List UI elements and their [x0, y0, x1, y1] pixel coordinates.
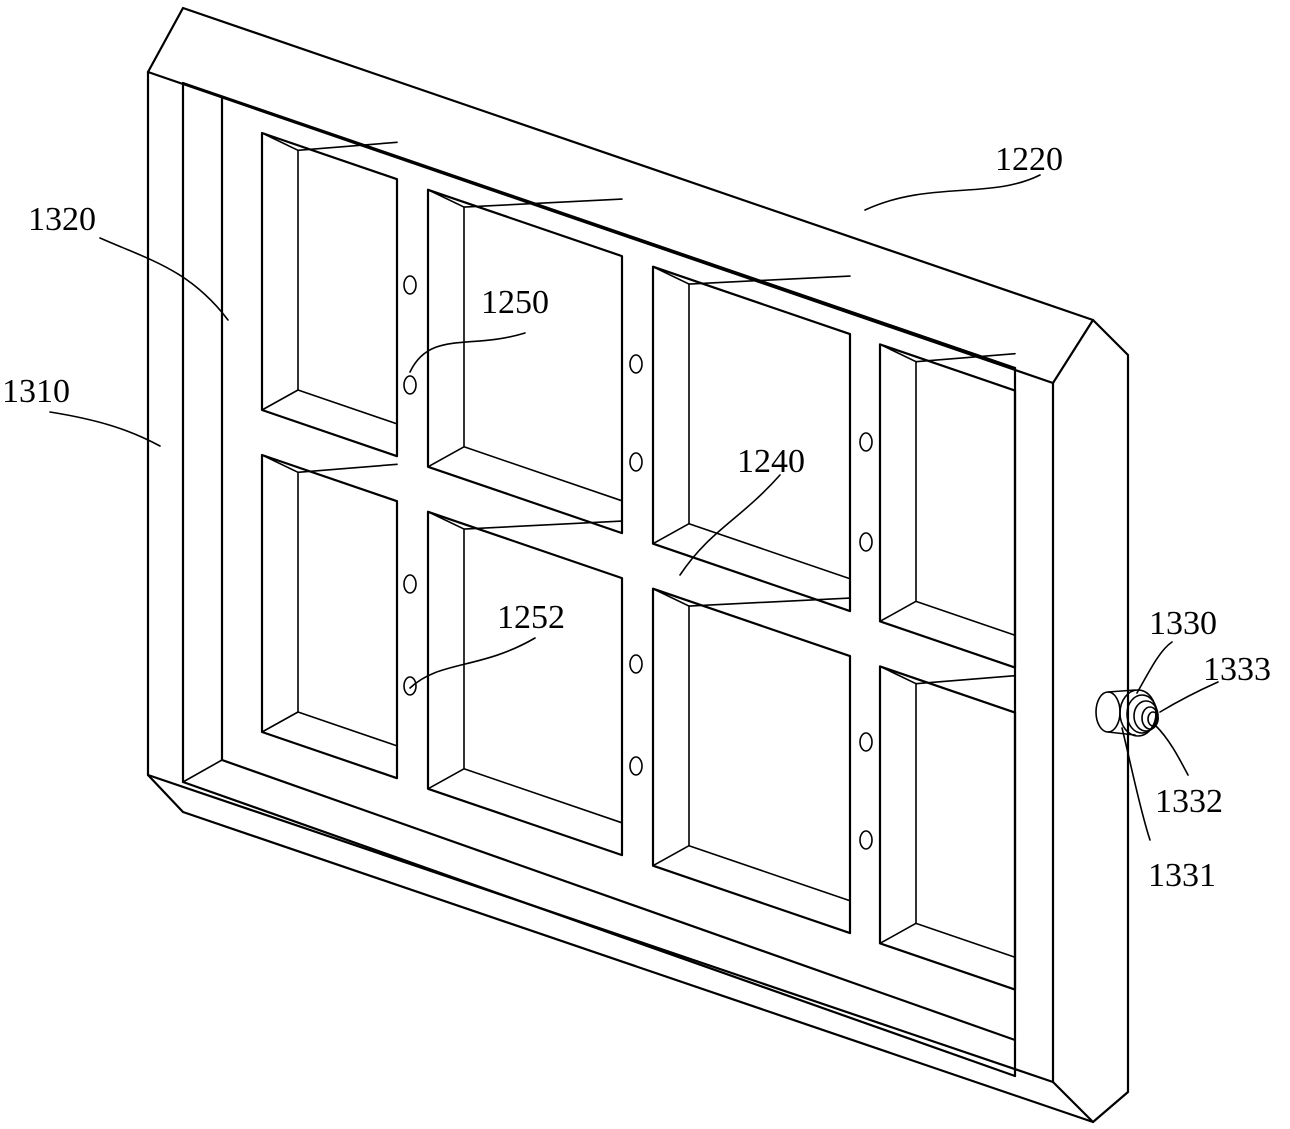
window-edge	[427, 767, 465, 790]
window-edge	[879, 922, 917, 945]
window-edge	[427, 510, 465, 530]
window-outer	[426, 510, 624, 857]
label-1252: 1252	[497, 599, 565, 636]
window-outer	[426, 188, 624, 535]
label-1240: 1240	[737, 443, 805, 480]
window-inner	[297, 141, 398, 425]
window-inner	[688, 597, 851, 902]
window-edge	[261, 389, 299, 411]
window-edge	[652, 265, 690, 285]
window-panels	[260, 131, 1017, 991]
label-1320: 1320	[28, 201, 96, 238]
outer-frame	[146, 6, 1130, 1124]
window-inner	[915, 352, 1016, 637]
label-1250: 1250	[481, 284, 549, 321]
window-inner	[688, 275, 851, 580]
window-outer	[651, 265, 852, 613]
label-1331: 1331	[1148, 857, 1216, 894]
bolt-hole	[859, 532, 873, 552]
bolt-hole	[859, 732, 873, 752]
window-inner	[297, 463, 398, 747]
label-1330: 1330	[1149, 605, 1217, 642]
window-edge	[879, 665, 917, 685]
window-edge	[652, 844, 690, 867]
bolt-hole	[403, 676, 417, 696]
window-outer	[260, 453, 399, 780]
window-outer	[651, 587, 852, 935]
window-edge	[879, 343, 917, 363]
label-1333: 1333	[1203, 651, 1271, 688]
label-1220: 1220	[995, 141, 1063, 178]
bolt-hole	[629, 452, 643, 472]
label-1310: 1310	[2, 373, 70, 410]
bolt-hole	[859, 830, 873, 850]
window-edge	[261, 711, 299, 733]
window-edge	[879, 600, 917, 623]
window-outer	[260, 131, 399, 458]
window-edge	[652, 587, 690, 607]
label-1332: 1332	[1155, 783, 1223, 820]
bolt-hole	[403, 574, 417, 594]
bolt-hole	[403, 375, 417, 395]
window-edge	[261, 454, 299, 474]
window-inner	[915, 674, 1016, 959]
leader-lines	[49, 174, 1219, 841]
window-outer	[878, 665, 1017, 991]
window-edge	[261, 132, 299, 152]
window-edge	[652, 522, 690, 545]
bolt-hole	[859, 432, 873, 452]
window-inner	[463, 520, 623, 824]
bolt-hole	[403, 275, 417, 295]
window-edge	[427, 445, 465, 468]
window-inner	[463, 198, 623, 502]
window-edge	[427, 188, 465, 208]
reference-labels: 1220 1320 1310 1250 1240 1252 1330 1333 …	[2, 141, 1271, 894]
bolt-hole	[629, 756, 643, 776]
window-outer	[878, 343, 1017, 669]
bolt-hole	[629, 654, 643, 674]
bolt-hole	[629, 354, 643, 374]
bolt-holes	[403, 275, 873, 850]
